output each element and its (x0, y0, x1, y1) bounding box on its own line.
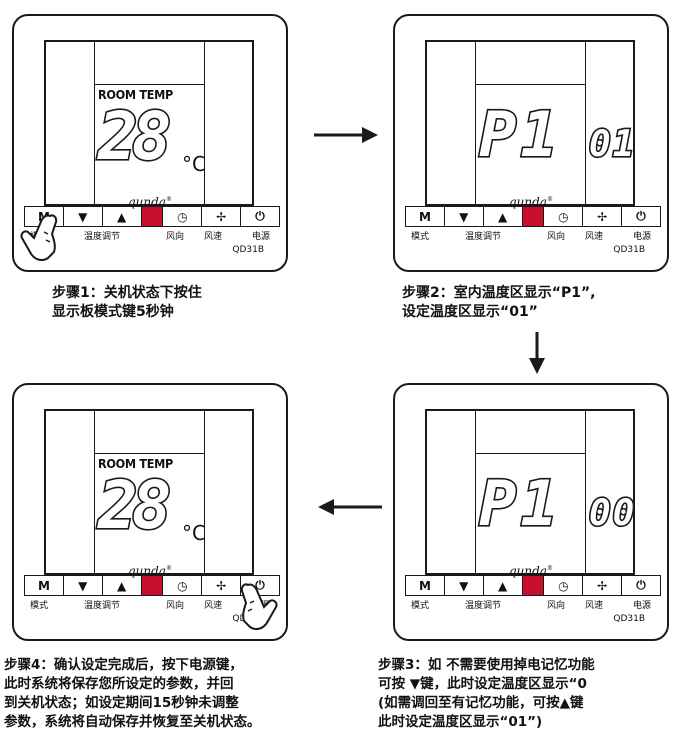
brand-logo: qunda® (509, 195, 553, 209)
mode-label: 模式 (30, 601, 49, 611)
mode-button[interactable]: M (406, 576, 445, 595)
hand-pointer-icon (240, 583, 278, 630)
temp-adjust-label: 温度调节 (84, 232, 121, 242)
temp-up-button[interactable]: ▲ (103, 576, 142, 595)
lcd-screen: P1 00 (425, 409, 637, 575)
temp-down-button[interactable]: ▼ (64, 207, 103, 226)
temp-adjust-label: 温度调节 (465, 232, 502, 242)
temp-adjust-label: 温度调节 (465, 601, 502, 611)
key-strip: M ▼ ▲ ◷ ✢ ⏻ (24, 575, 280, 596)
wind-direction-label: 风向 (547, 601, 566, 611)
mode-button[interactable]: M (406, 207, 445, 226)
room-temp-label: ROOM TEMP (98, 87, 173, 102)
wind-speed-button[interactable]: ✢ (202, 576, 242, 595)
room-temp-value: 28 (96, 96, 173, 176)
model-number: QD31B (613, 614, 645, 624)
temp-down-button[interactable]: ▼ (64, 576, 103, 595)
power-label: 电源 (633, 601, 652, 611)
temp-adjust-label: 温度调节 (84, 601, 121, 611)
key-strip: M ▼ ▲ ◷ ✢ ⏻ (405, 575, 661, 596)
wind-speed-button[interactable]: ✢ (202, 207, 242, 226)
room-temp-label: ROOM TEMP (98, 456, 173, 471)
temp-unit: °C (182, 521, 206, 545)
mode-label: 模式 (411, 232, 430, 242)
brand-logo: qunda® (128, 564, 172, 578)
red-indicator (141, 576, 164, 595)
wind-direction-button[interactable]: ◷ (163, 576, 203, 595)
wind-speed-label: 风速 (204, 232, 223, 242)
red-indicator (522, 207, 545, 226)
model-number: QD31B (232, 245, 264, 255)
power-button[interactable]: ⏻ (636, 209, 646, 223)
step4-caption: 步骤4：确认设定完成后，按下电源键， 此时系统将保存您所设定的参数，并回 到关机… (4, 657, 261, 730)
temp-up-button[interactable]: ▲ (103, 207, 142, 226)
wind-direction-label: 风向 (547, 232, 566, 242)
power-label: 电源 (633, 232, 652, 242)
thermostat-panel-step4: ROOM TEMP 28 °C qunda® M ▼ ▲ ◷ ✢ ⏻ 模式 温度… (12, 383, 288, 641)
power-label: 电源 (252, 232, 271, 242)
temp-up-button[interactable]: ▲ (484, 576, 523, 595)
wind-direction-label: 风向 (166, 601, 185, 611)
key-labels: 模式 温度调节 风向 风速 电源 (405, 598, 661, 612)
wind-speed-button[interactable]: ✢ (583, 207, 623, 226)
temp-down-button[interactable]: ▼ (445, 576, 484, 595)
arrow-down (529, 332, 545, 374)
key-labels: 模式 温度调节 风向 风速 电源 (24, 229, 280, 243)
arrow-right (314, 127, 378, 143)
step2-caption: 步骤2：室内温度区显示“P1”, 设定温度区显示“01” (402, 285, 596, 320)
step1-caption: 步骤1：关机状态下按住 显示板模式键5秒钟 (52, 285, 202, 320)
key-strip: M ▼ ▲ ◷ ✢ ⏻ (24, 206, 280, 227)
temp-up-button[interactable]: ▲ (484, 207, 523, 226)
wind-speed-label: 风速 (204, 601, 223, 611)
wind-direction-label: 风向 (166, 232, 185, 242)
room-temp-value: 28 (96, 465, 173, 545)
temp-unit: °C (182, 152, 206, 176)
brand-logo: qunda® (509, 564, 553, 578)
lcd-screen: P1 01 (425, 40, 637, 206)
red-indicator (141, 207, 164, 226)
key-strip: M ▼ ▲ ◷ ✢ ⏻ (405, 206, 661, 227)
mode-button[interactable]: M (25, 576, 64, 595)
thermostat-panel-step1: ROOM TEMP 28 °C qunda® M ▼ ▲ ◷ ✢ ⏻ 模式 温度… (12, 14, 288, 272)
thermostat-panel-step2: P1 01 qunda® M ▼ ▲ ◷ ✢ ⏻ 模式 温度调节 风向 风速 电… (393, 14, 669, 272)
thermostat-panel-step3: P1 00 qunda® M ▼ ▲ ◷ ✢ ⏻ 模式 温度调节 风向 风速 电… (393, 383, 669, 641)
power-button[interactable]: ⏻ (255, 209, 265, 223)
lcd-screen: ROOM TEMP 28 °C (44, 40, 254, 206)
temp-down-button[interactable]: ▼ (445, 207, 484, 226)
wind-speed-button[interactable]: ✢ (583, 576, 623, 595)
setting-value: 00 (587, 491, 637, 535)
param-code: P1 (477, 465, 562, 541)
arrow-left (318, 499, 382, 515)
hand-pointer-icon (20, 214, 58, 261)
wind-speed-label: 风速 (585, 601, 604, 611)
wind-direction-button[interactable]: ◷ (163, 207, 203, 226)
param-code: P1 (477, 96, 562, 172)
lcd-screen: ROOM TEMP 28 °C (44, 409, 254, 575)
step3-caption: 步骤3：如 不需要使用掉电记忆功能 可按 ▼键，此时设定温度区显示“0 (如需调… (378, 657, 595, 730)
wind-speed-label: 风速 (585, 232, 604, 242)
red-indicator (522, 576, 545, 595)
brand-logo: qunda® (128, 195, 172, 209)
wind-direction-button[interactable]: ◷ (544, 207, 584, 226)
mode-label: 模式 (411, 601, 430, 611)
power-button[interactable]: ⏻ (636, 578, 646, 592)
model-number: QD31B (613, 245, 645, 255)
key-labels: 模式 温度调节 风向 风速 电源 (405, 229, 661, 243)
power-button[interactable]: ⏻ (255, 578, 265, 592)
setting-value: 01 (587, 122, 637, 166)
wind-direction-button[interactable]: ◷ (544, 576, 584, 595)
